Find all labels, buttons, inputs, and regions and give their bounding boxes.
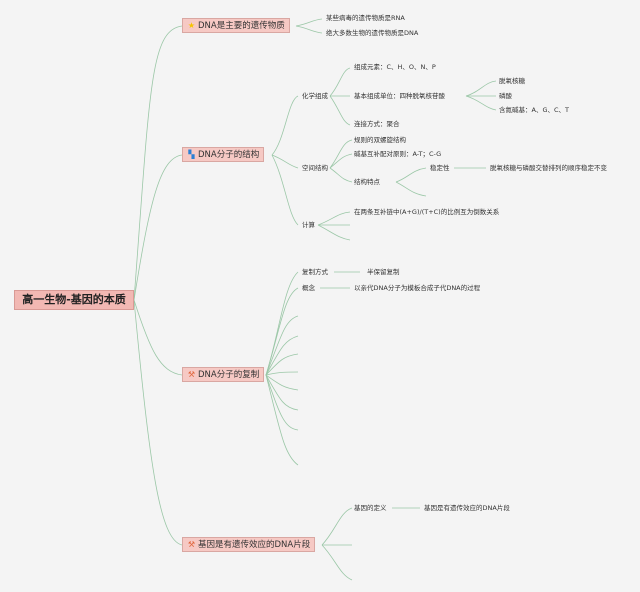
node-gene-def[interactable]: 基因的定义 <box>354 504 387 512</box>
leaf-elements[interactable]: 组成元素：C、H、O、N、P <box>354 63 436 71</box>
leaf-link-mode[interactable]: 连接方式：聚合 <box>354 120 400 128</box>
node-spatial-structure[interactable]: 空间结构 <box>302 164 328 172</box>
node-replication-mode[interactable]: 复制方式 <box>302 268 328 276</box>
branch-label: DNA是主要的遗传物质 <box>198 21 285 31</box>
tools-icon: ⚒ <box>187 370 196 379</box>
root-topic[interactable]: 高一生物-基因的本质 <box>14 290 134 310</box>
branch-gene-definition[interactable]: ⚒基因是有遗传效应的DNA片段 <box>182 537 316 552</box>
node-basic-unit[interactable]: 基本组成单位：四种脱氧核苷酸 <box>354 92 445 100</box>
blue-flag-icon: ▚ <box>188 150 195 159</box>
leaf-stability-desc[interactable]: 脱氧核糖与磷酸交替排列的顺序稳定不变 <box>490 164 607 172</box>
leaf-virus-rna[interactable]: 某些病毒的遗传物质是RNA <box>326 14 405 22</box>
leaf-gene-def-value[interactable]: 基因是有遗传效应的DNA片段 <box>424 504 510 512</box>
branch-dna-main-genetic-material[interactable]: ★DNA是主要的遗传物质 <box>182 18 290 33</box>
leaf-bases[interactable]: 含氮碱基：A、G、C、T <box>499 106 569 114</box>
node-chemical-composition[interactable]: 化学组成 <box>302 92 328 100</box>
leaf-deoxyribose[interactable]: 脱氧核糖 <box>499 77 525 85</box>
leaf-most-dna[interactable]: 绝大多数生物的遗传物质是DNA <box>326 29 419 37</box>
node-concept[interactable]: 概念 <box>302 284 315 292</box>
leaf-phosphate[interactable]: 磷酸 <box>499 92 512 100</box>
branch-dna-replication[interactable]: ⚒DNA分子的复制 <box>182 367 265 382</box>
leaf-calc-ratio[interactable]: 在两条互补链中(A+G)/(T+C)的比例互为倒数关系 <box>354 208 500 216</box>
leaf-semi-conservative[interactable]: 半保留复制 <box>367 268 400 276</box>
leaf-double-helix[interactable]: 规则的双螺旋结构 <box>354 136 406 144</box>
leaf-base-pairing[interactable]: 碱基互补配对原则：A-T；C-G <box>354 150 442 158</box>
branch-label: 基因是有遗传效应的DNA片段 <box>198 540 311 550</box>
leaf-concept-desc[interactable]: 以亲代DNA分子为模板合成子代DNA的过程 <box>354 284 481 292</box>
branch-dna-structure[interactable]: ▚DNA分子的结构 <box>182 147 265 162</box>
node-calculation[interactable]: 计算 <box>302 221 315 229</box>
branch-label: DNA分子的结构 <box>198 150 260 160</box>
tools-icon: ⚒ <box>187 540 196 549</box>
node-structure-features[interactable]: 结构特点 <box>354 178 380 186</box>
node-stability[interactable]: 稳定性 <box>430 164 450 172</box>
star-icon: ★ <box>187 21 196 30</box>
branch-label: DNA分子的复制 <box>198 370 260 380</box>
